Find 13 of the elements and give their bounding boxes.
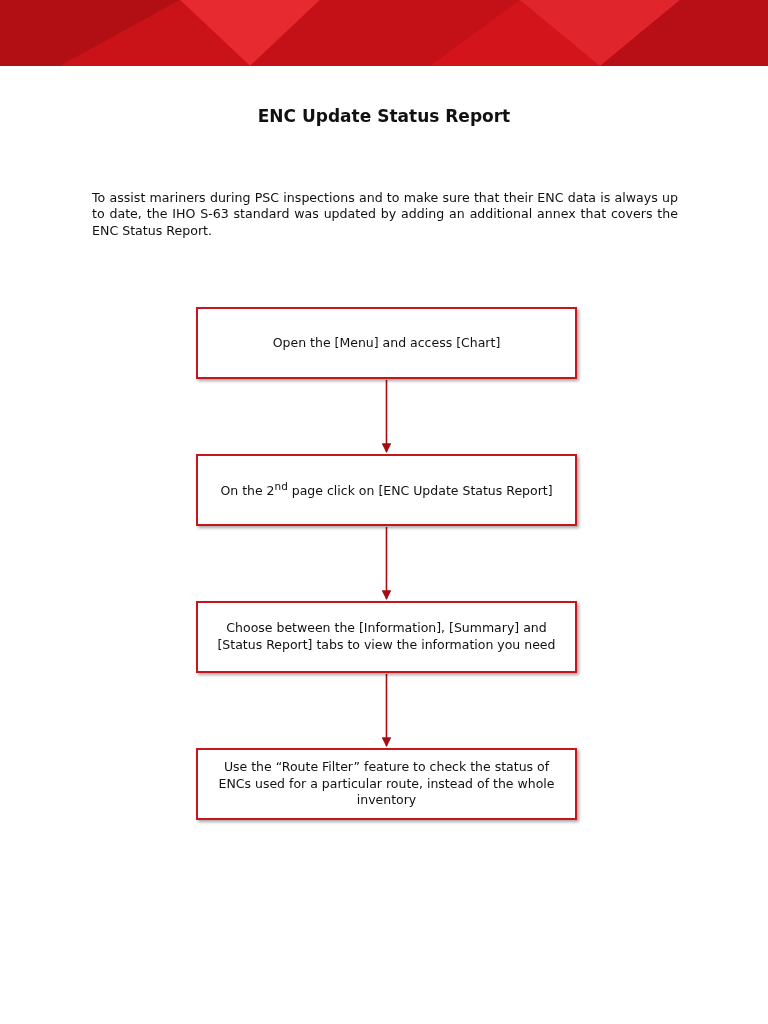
step-text: Choose between the [Information], [Summary] and [Status Report] tabs to view the information you need: [216, 620, 557, 654]
intro-paragraph: To assist mariners during PSC inspections and to make sure that their ENC data is always up to date, the IHO S-63 standard was updated by adding an additional annex that covers the ENC Status Report.: [92, 190, 678, 240]
process-box: [196, 601, 577, 673]
arrow: [381, 526, 392, 600]
process-box: [196, 307, 577, 379]
step-text: Use the “Route Filter” feature to check the status of ENCs used for a particular route, instead of the whole inventory: [217, 758, 556, 810]
title: ENC Update Status Report: [256, 106, 512, 126]
process-box: [196, 454, 577, 526]
step-text: On the 2$^{nd}$ page click on [ENC Update Status Report]: [220, 479, 553, 501]
process-box: [196, 748, 577, 820]
step-text: Open the [Menu] and access [Chart]: [272, 334, 501, 352]
arrow: [381, 673, 392, 747]
arrow: [381, 379, 392, 453]
